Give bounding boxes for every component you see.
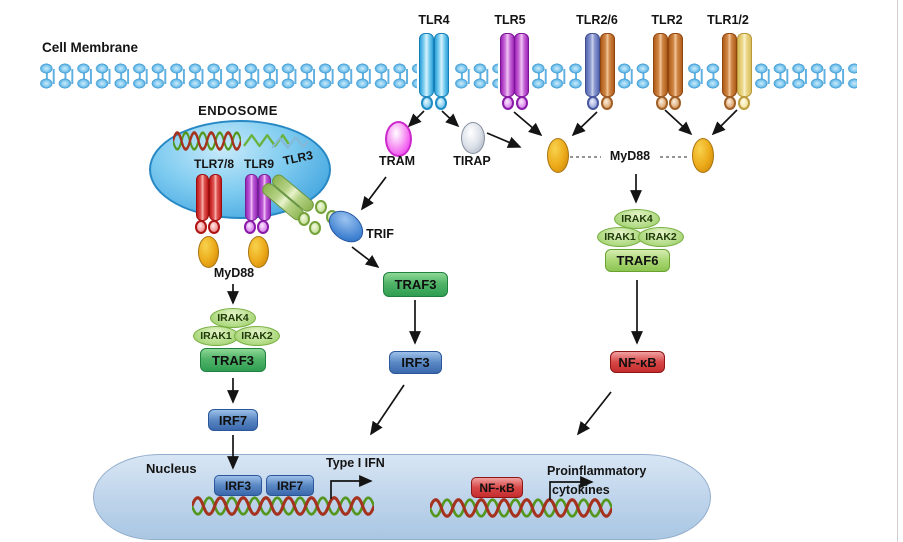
lipid-bilayer-segment [685,61,720,92]
irak2-oval: IRAK2 [638,227,684,247]
proinflammatory-label: Proinflammatory [547,464,647,478]
tlr3-tir-domain [315,200,327,214]
nuclear-dna-helix-left [192,496,374,516]
tlr6-bar [585,33,600,97]
cytokines-label: cytokines [552,483,610,497]
tlr3-tir-domain [298,212,310,226]
myd88-oval [692,138,714,173]
nucleus-irf7-box: IRF7 [266,475,314,496]
tlr78-tir-domain [195,220,207,234]
type1-ifn-label: Type I IFN [326,456,385,470]
lipid-heads-top [37,61,417,76]
tlr2-bar [668,33,683,97]
endosomal-rna-strand [243,134,309,149]
endosomal-dna-helix [173,131,241,151]
tlr2-tir-domain [656,96,668,110]
tlr1-bar [737,33,752,97]
arrow-tlr5-to-myd88 [513,111,543,137]
arrow-tirap-to-myd88 [486,132,522,148]
receptor-label-tlr4: TLR4 [418,13,450,27]
tlr9-tir-domain [244,220,256,234]
myd88-oval [198,236,219,268]
tlr78-bar [196,174,209,221]
arrow-tlr4-to-tirap [441,110,460,128]
tlr4-bar [434,33,449,97]
tlr78-bar [209,174,222,221]
tlr2-bar [600,33,615,97]
irak4-oval: IRAK4 [210,308,256,328]
nfkb-box: NF-κB [610,351,665,373]
tirap-oval [461,122,485,154]
tlr78-tir-domain [208,220,220,234]
receptor-label-tlr78: TLR7/8 [193,157,234,171]
tlr2-bar [722,33,737,97]
tlr9-bar [245,174,258,221]
lipid-bilayer-segment [37,61,417,92]
tlr2-tir-domain [601,96,613,110]
nucleus-label: Nucleus [146,461,197,476]
myd88-oval [248,236,269,268]
traf6-box: TRAF6 [605,249,670,272]
arrow-tlr2-to-myd88 [664,109,693,136]
tlr4-tir-domain [421,96,433,110]
traf3-box-middle: TRAF3 [383,272,448,297]
tlr4-tir-domain [435,96,447,110]
tlr5-tir-domain [516,96,528,110]
tlr3-tir-domain [309,221,321,235]
receptor-label-tlr9: TLR9 [244,157,274,171]
receptor-label-tlr12: TLR1/2 [707,13,749,27]
myd88-endosome-label: MyD88 [213,266,255,280]
irak4-oval: IRAK4 [614,209,660,229]
lipid-bilayer-segment [452,61,498,92]
irak2-oval: IRAK2 [234,326,280,346]
arrow-tlr4-to-tram [407,110,425,128]
myd88-surface-label: MyD88 [609,149,651,163]
tram-oval [385,121,412,157]
tlr6-tir-domain [587,96,599,110]
cell-membrane-label: Cell Membrane [42,40,139,55]
tlr9-tir-domain [257,220,269,234]
endosome-label: ENDOSOME [198,103,278,118]
tlr1-tir-domain [738,96,750,110]
page-edge-line [897,0,898,542]
traf3-box-left: TRAF3 [200,348,266,372]
tlr2-tir-domain [724,96,736,110]
irak1-oval: IRAK1 [597,227,643,247]
irf3-box: IRF3 [389,351,442,374]
nuclear-dna-helix-right [430,498,612,518]
trif-label: TRIF [366,227,394,241]
lipid-bilayer-segment [615,61,652,92]
arrow-tlr26-to-myd88 [571,111,598,137]
tram-label: TRAM [378,154,416,168]
irak1-oval: IRAK1 [193,326,239,346]
receptor-label-tlr2: TLR2 [651,13,683,27]
arrow-irf3-to-nucleus [370,384,405,436]
tlr2-bar [653,33,668,97]
arrow-tram-to-trif [360,176,387,211]
nucleus-irf3-box: IRF3 [214,475,262,496]
receptor-label-tlr26: TLR2/6 [576,13,618,27]
lipid-heads-bottom [37,76,417,91]
tlr2-tir-domain [669,96,681,110]
arrow-nfkb-to-nucleus [576,391,612,436]
tirap-label: TIRAP [453,154,491,168]
nucleus-nfkb-box: NF-κB [471,477,523,498]
tlr5-tir-domain [502,96,514,110]
tlr5-bar [500,33,515,97]
myd88-oval [547,138,569,173]
irf7-box: IRF7 [208,409,258,431]
receptor-label-tlr5: TLR5 [494,13,526,27]
lipid-bilayer-segment [752,61,857,92]
arrow-tlr12-to-myd88 [711,109,738,136]
lipid-bilayer-segment [529,61,583,92]
arrow-trif-to-traf3 [351,246,380,269]
tlr4-bar [419,33,434,97]
tlr5-bar [514,33,529,97]
